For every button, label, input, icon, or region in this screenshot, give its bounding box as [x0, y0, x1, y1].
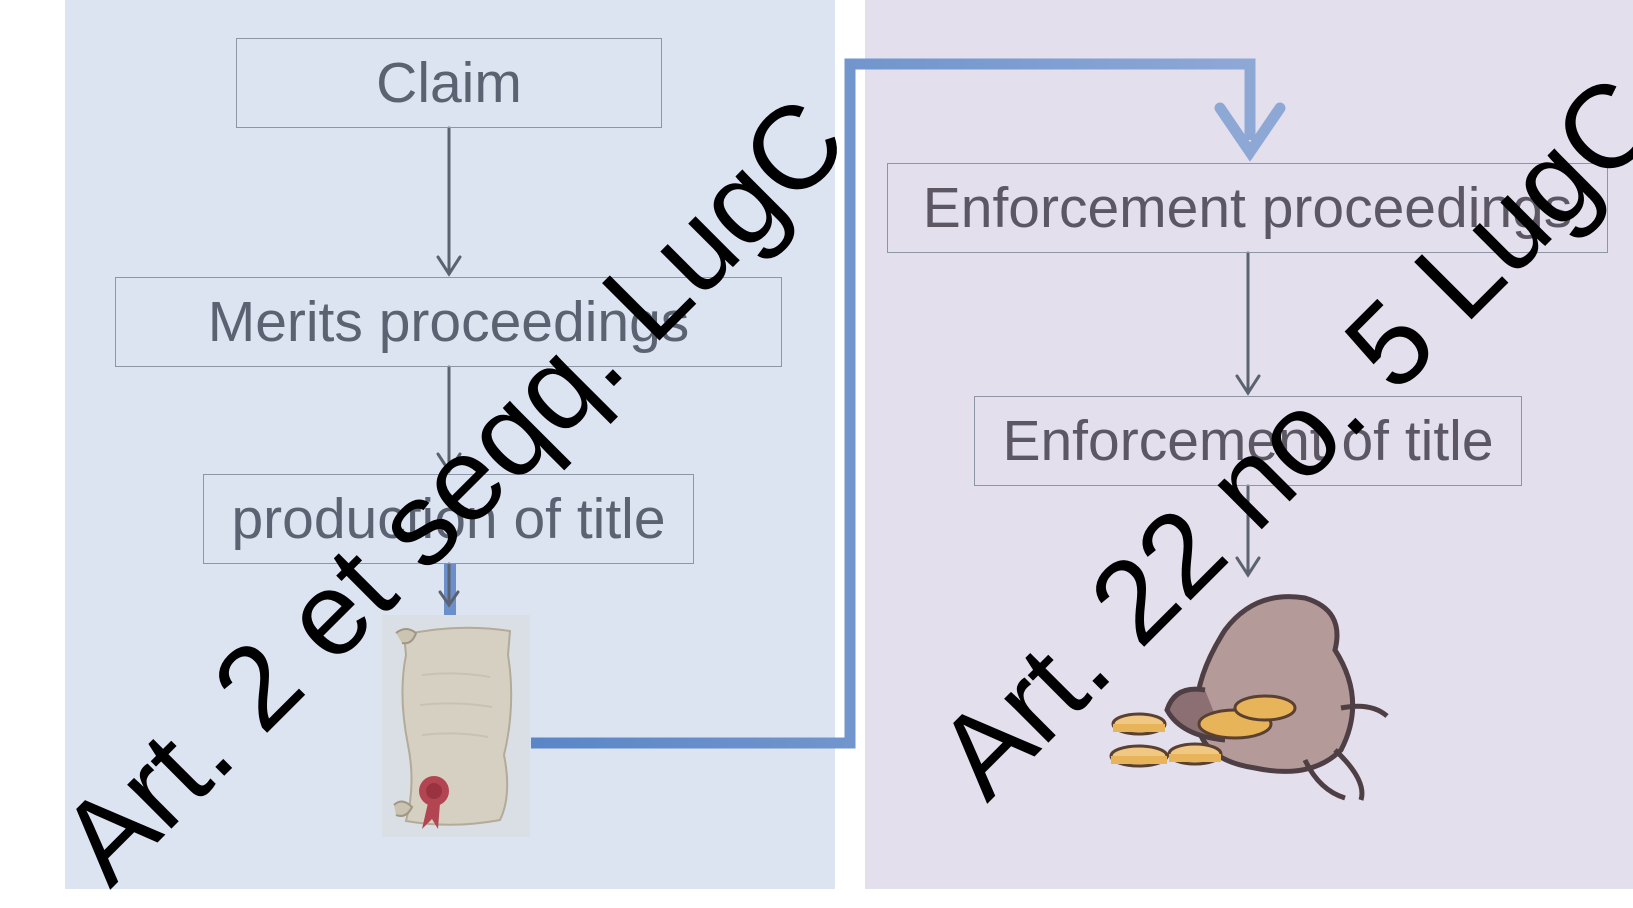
merits-proceedings-label: Merits proceedings	[207, 290, 690, 354]
money-bag-with-coins-icon	[1109, 594, 1389, 801]
enforcement-of-title-box: Enforcement of title	[974, 396, 1522, 486]
title-production-box: production of title	[203, 474, 694, 564]
flow-arrows	[436, 58, 1286, 749]
title-production-label: production of title	[231, 487, 666, 551]
enforcement-to-money-arrow	[1235, 484, 1261, 578]
enforcement-of-title-label: Enforcement of title	[1002, 409, 1494, 473]
scroll-with-seal-icon	[382, 615, 530, 837]
title-to-scroll-arrow	[438, 562, 460, 608]
enforcement-connector-arrowhead	[1214, 102, 1286, 162]
merits-proceedings-box: Merits proceedings	[115, 277, 782, 367]
title-to-enforcement-connector	[531, 58, 1256, 749]
proceedings-to-enforcement-arrow	[1235, 251, 1261, 396]
enforcement-proceedings-label: Enforcement proceedings	[922, 176, 1573, 240]
merits-to-title-arrow	[436, 365, 462, 474]
claim-to-merits-arrow	[436, 126, 462, 277]
enforcement-proceedings-box: Enforcement proceedings	[887, 163, 1608, 253]
claim-label: Claim	[376, 51, 522, 115]
claim-box: Claim	[236, 38, 662, 128]
